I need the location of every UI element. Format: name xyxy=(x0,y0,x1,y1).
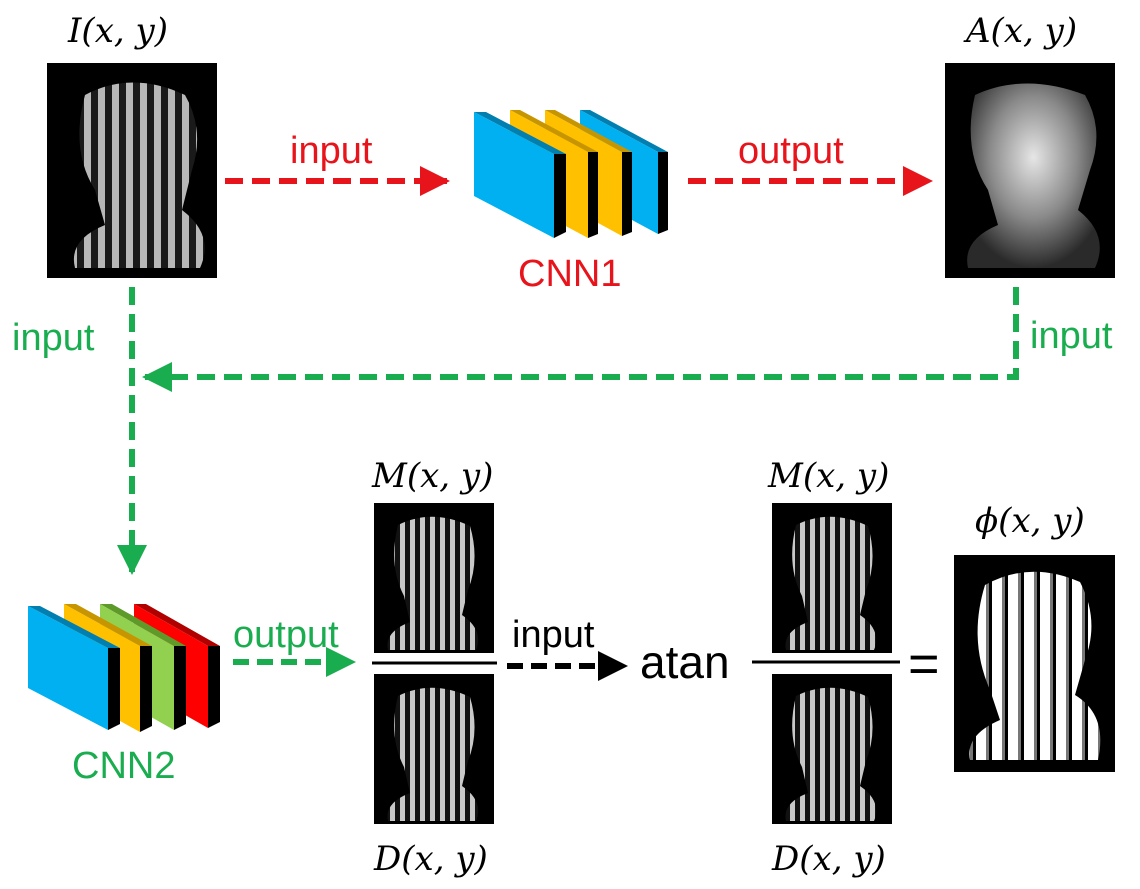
label-d-xy-2: D(x, y) xyxy=(771,839,886,879)
cnn2-network xyxy=(28,604,220,732)
label-output-cnn1: output xyxy=(738,130,844,172)
cnn1-label: CNN1 xyxy=(518,253,621,295)
label-i-xy: I(x, y) xyxy=(67,11,168,51)
label-input-left: input xyxy=(12,317,95,359)
cnn2-layer-1 xyxy=(28,606,120,730)
label-m-xy-2: M(x, y) xyxy=(767,456,889,496)
background-intensity-image xyxy=(945,63,1115,278)
wrapped-phase-image xyxy=(954,555,1115,772)
arrow-input-right-merge xyxy=(142,287,1019,392)
label-m-xy-1: M(x, y) xyxy=(371,456,493,496)
label-d-xy-1: D(x, y) xyxy=(373,839,488,879)
label-phi-xy: ϕ(x, y) xyxy=(975,501,1085,541)
cnn2-label: CNN2 xyxy=(72,745,175,787)
label-input-right: input xyxy=(1030,315,1113,357)
label-a-xy: A(x, y) xyxy=(963,11,1077,51)
atan-function: atan xyxy=(640,636,730,688)
numerator-image-2 xyxy=(772,503,892,653)
cnn1-layer-1 xyxy=(474,112,566,238)
label-output-cnn2: output xyxy=(233,614,339,656)
fringe-image-input xyxy=(47,63,217,278)
denominator-image-1 xyxy=(374,674,494,824)
label-input-cnn1: input xyxy=(290,130,373,172)
equals-sign: = xyxy=(908,634,940,694)
cnn1-network xyxy=(474,110,668,238)
label-input-atan: input xyxy=(512,614,595,656)
numerator-image-1 xyxy=(374,503,494,653)
denominator-image-2 xyxy=(772,674,892,824)
